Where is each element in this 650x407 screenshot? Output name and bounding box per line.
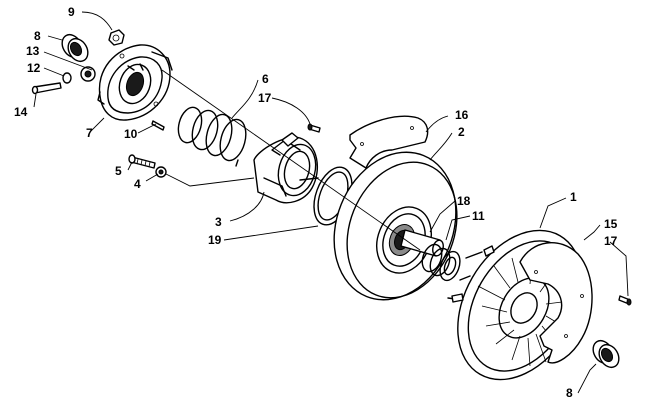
washers-part-11 (421, 243, 461, 282)
bushing-part-8-bottom (592, 339, 620, 369)
shield-part-15 (519, 241, 593, 364)
bushing-part-8-top (61, 33, 89, 63)
callout-3: 3 (215, 215, 222, 229)
callout-10: 10 (124, 127, 138, 141)
callout-8-bottom: 8 (566, 386, 573, 400)
leader-lines (33, 11, 629, 394)
spider-plate-part-13 (97, 44, 173, 121)
callout-4: 4 (134, 177, 141, 191)
callout-19: 19 (208, 233, 222, 247)
callout-5: 5 (115, 164, 122, 178)
nut-part-4 (155, 166, 167, 178)
callout-14: 14 (14, 105, 28, 119)
callout-17-right: 17 (604, 234, 618, 248)
callout-labels: 9 8 13 12 14 7 10 6 17 5 4 3 19 16 2 18 … (14, 5, 618, 400)
movable-sheave-part-2 (333, 151, 458, 301)
callout-9: 9 (68, 5, 75, 19)
spring-part-6 (177, 106, 247, 167)
washer-part-12 (62, 66, 96, 84)
bolt-part-5 (128, 154, 156, 169)
callout-6: 6 (262, 72, 269, 86)
shield-part-16 (349, 115, 429, 169)
callout-17-top: 17 (258, 91, 272, 105)
callout-1: 1 (570, 190, 577, 204)
pin-part-14 (31, 82, 62, 95)
callout-12: 12 (27, 61, 41, 75)
callout-16: 16 (455, 108, 469, 122)
screw-part-17-top (307, 123, 321, 133)
callout-15: 15 (604, 217, 618, 231)
callout-7: 7 (86, 126, 93, 140)
screw-part-17-right (618, 295, 632, 306)
callout-8-top: 8 (34, 29, 41, 43)
nut-part-9 (108, 29, 125, 46)
callout-2: 2 (458, 125, 465, 139)
key-part-10 (151, 120, 165, 131)
callout-13: 13 (26, 44, 40, 58)
callout-11: 11 (472, 209, 485, 223)
callout-18: 18 (457, 194, 471, 208)
